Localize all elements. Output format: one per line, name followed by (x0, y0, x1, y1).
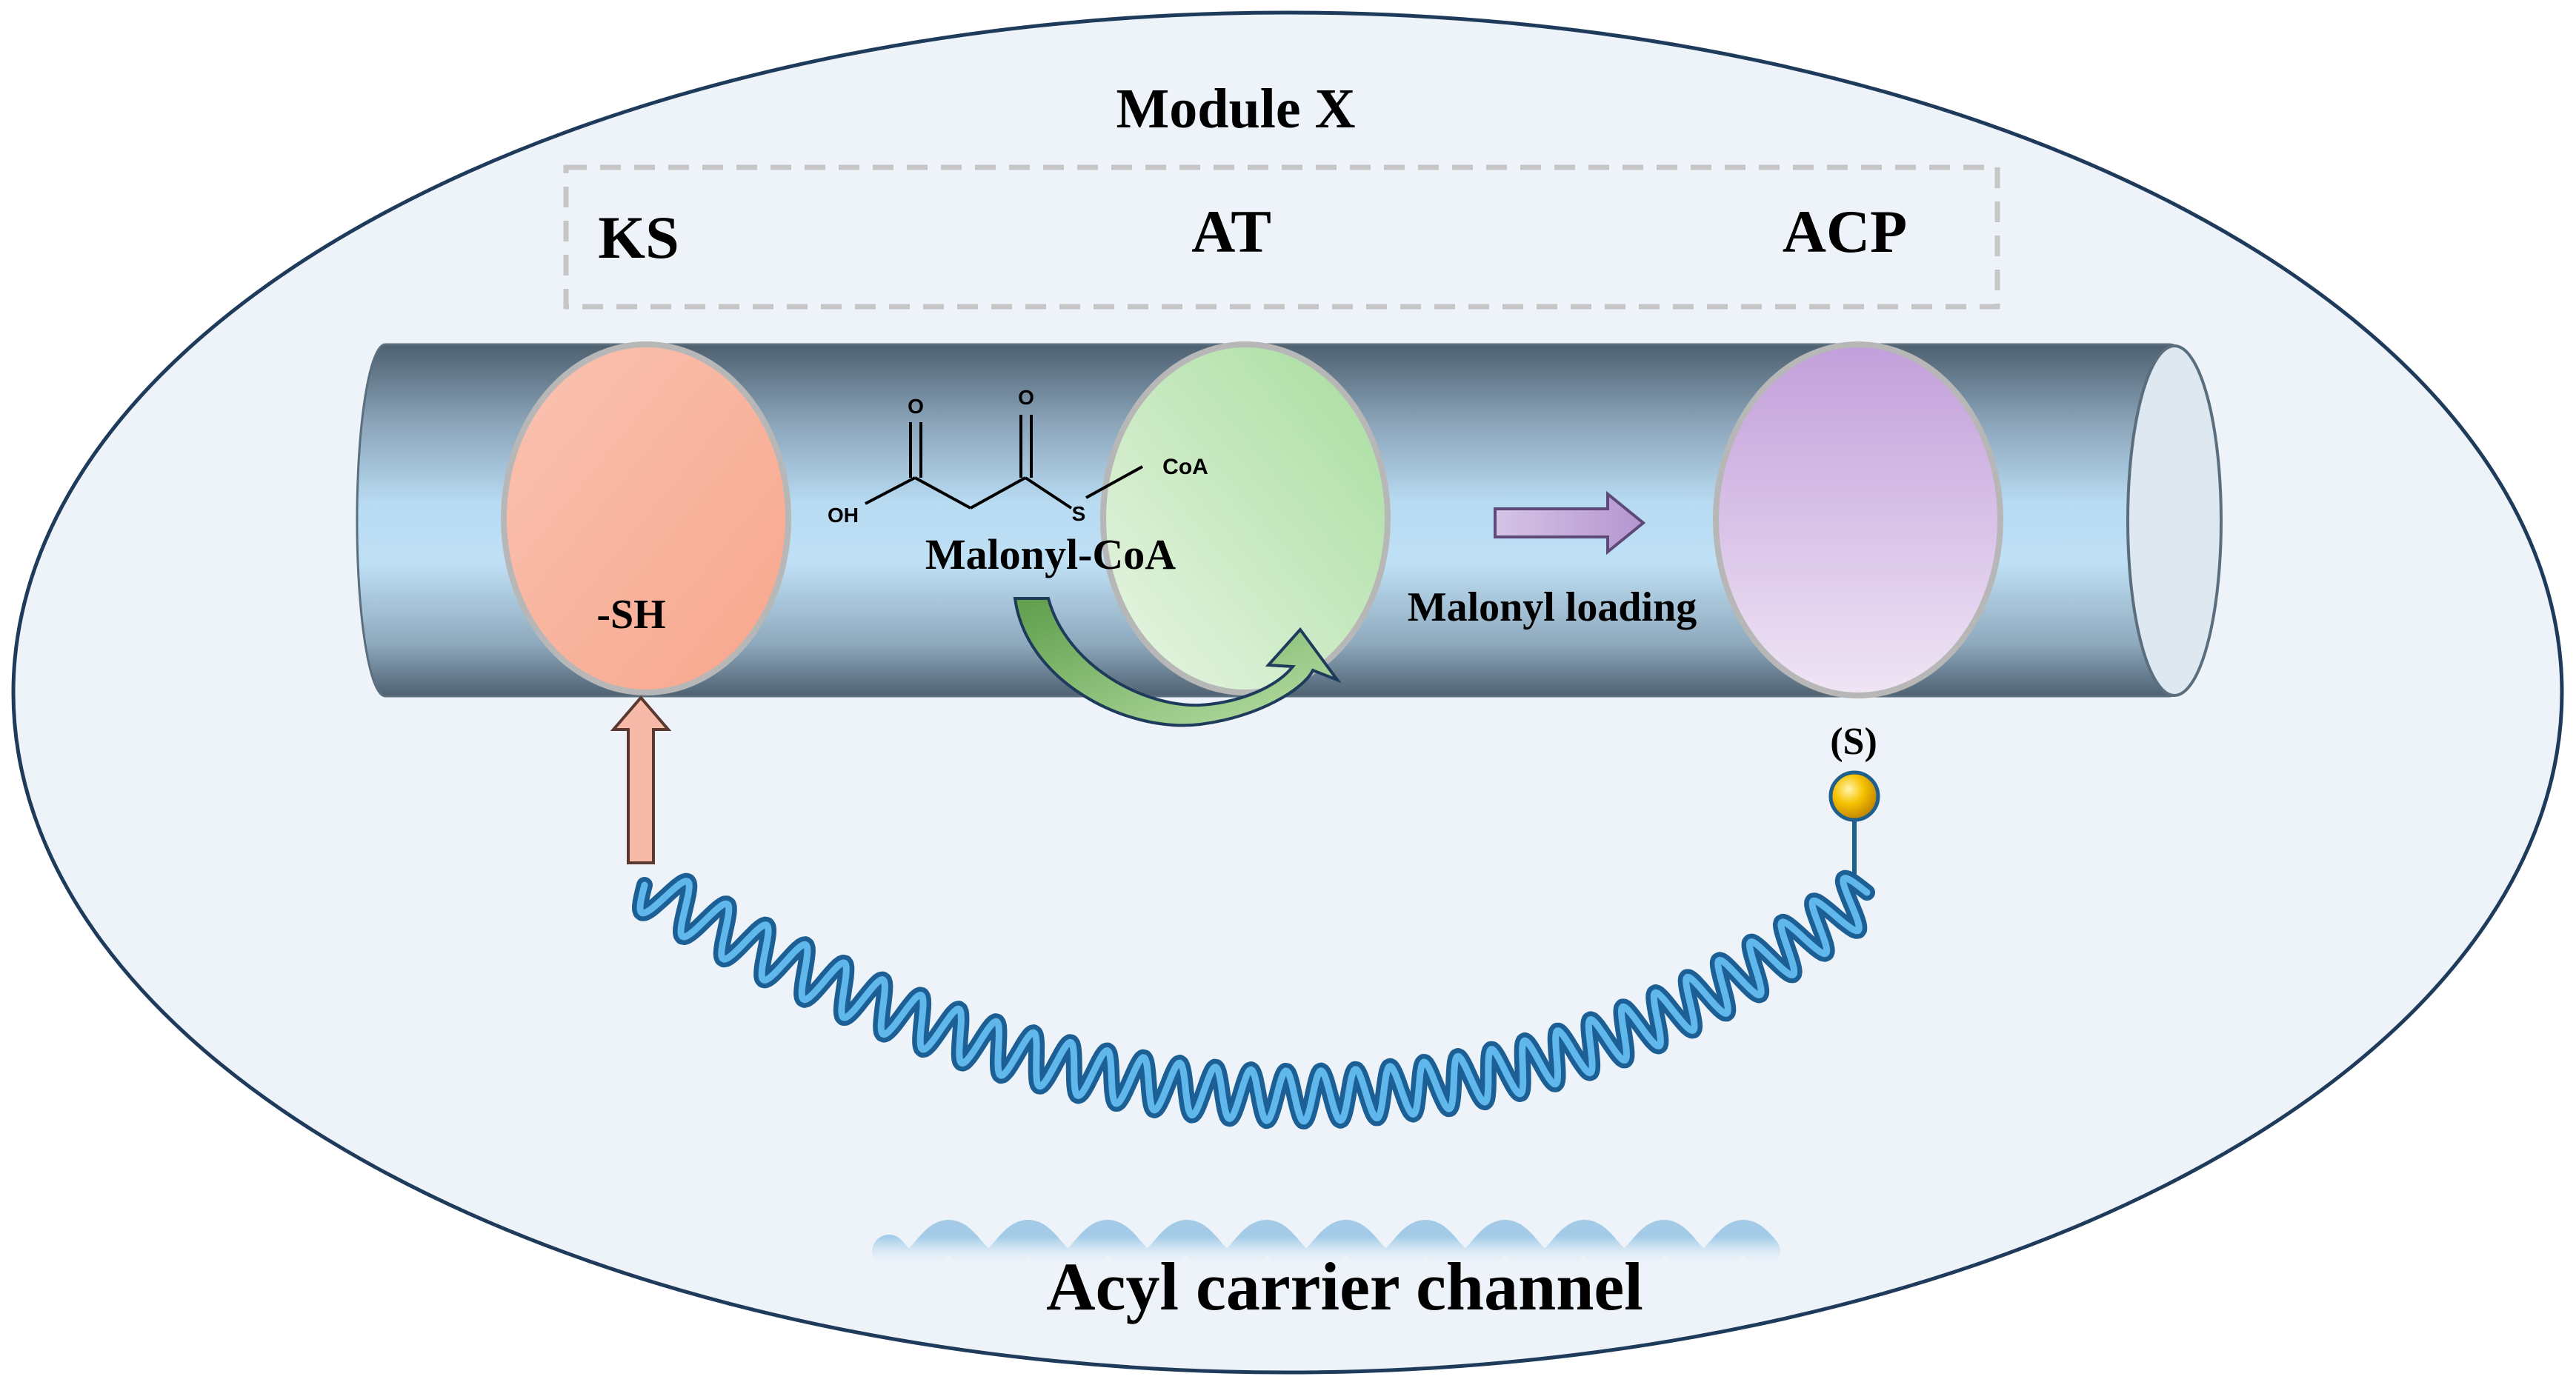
sulfur-label: (S) (1830, 721, 1877, 763)
channel-label: Acyl carrier channel (1046, 1249, 1643, 1324)
atom-s: S (1072, 502, 1086, 525)
acyl-carrier-linker-highlight (636, 875, 1871, 1125)
malonyl-coa-structure (865, 415, 1143, 510)
atom-o2: O (1018, 386, 1034, 409)
domain-label-ks: KS (598, 204, 679, 271)
sulfur-sphere (1828, 770, 1880, 822)
module-title: Module X (1116, 78, 1356, 140)
tube-opening (2126, 344, 2223, 697)
domain-label-at: AT (1191, 198, 1271, 265)
atom-o1: O (908, 395, 924, 418)
malonyl-coa-label: Malonyl-CoA (925, 530, 1176, 578)
ks-domain (501, 341, 791, 695)
loading-arrow (1494, 490, 1646, 555)
atom-oh: OH (828, 504, 859, 527)
channel-reflection (872, 1219, 1780, 1284)
ks-up-arrow (610, 695, 672, 864)
curved-green-arrow (1013, 597, 1342, 727)
malonyl-loading-label: Malonyl loading (1408, 584, 1697, 630)
ks-sh-label: -SH (596, 592, 665, 638)
domain-box (563, 164, 2000, 310)
at-domain (1100, 341, 1391, 695)
acp-domain (1713, 341, 2003, 698)
domain-label-acp: ACP (1783, 198, 1908, 265)
atom-coa: CoA (1162, 455, 1208, 479)
